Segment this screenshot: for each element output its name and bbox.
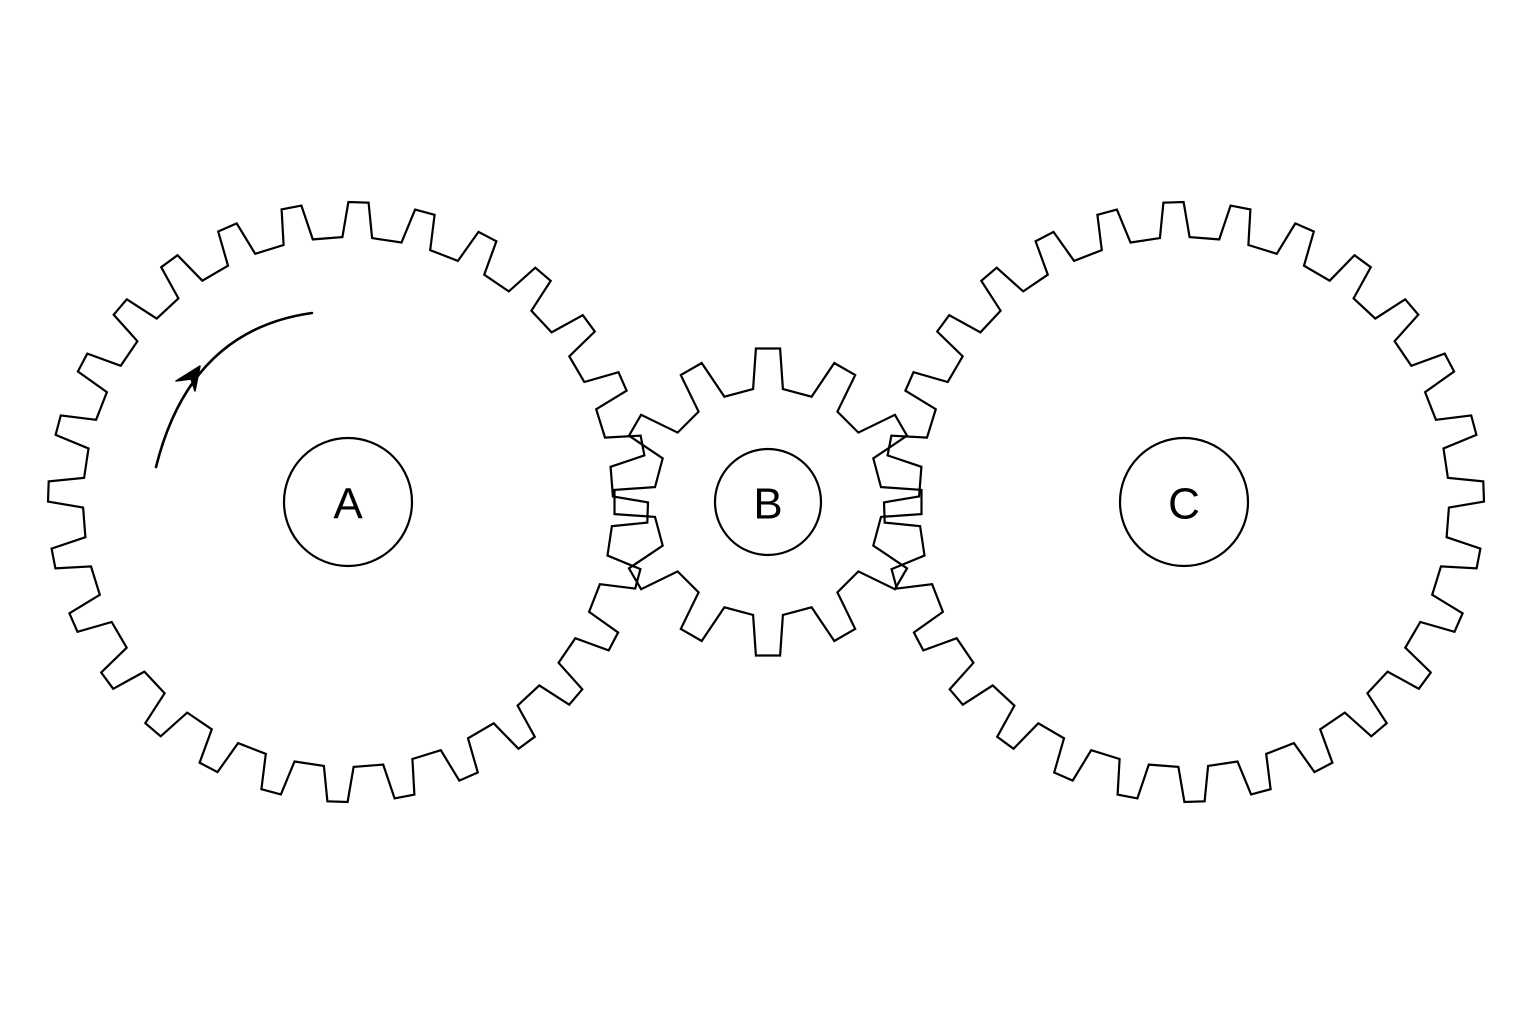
gear-c-label: C bbox=[1168, 480, 1200, 529]
gear-a: A bbox=[46, 200, 650, 804]
gear-c-hub bbox=[1118, 436, 1250, 568]
gear-c: C bbox=[882, 200, 1486, 804]
rotation-arc bbox=[154, 311, 314, 469]
curved-arrow-icon bbox=[154, 311, 314, 469]
gear-b-outline bbox=[613, 347, 923, 657]
arrowhead-icon bbox=[175, 365, 201, 392]
gear-b-hub bbox=[713, 447, 823, 557]
gear-a-outline bbox=[46, 200, 650, 804]
gear-a-hub bbox=[282, 436, 414, 568]
gear-a-label: A bbox=[333, 480, 363, 529]
gear-c-outline bbox=[882, 200, 1486, 804]
gear-b: B bbox=[613, 347, 923, 657]
gear-b-label: B bbox=[753, 480, 782, 529]
